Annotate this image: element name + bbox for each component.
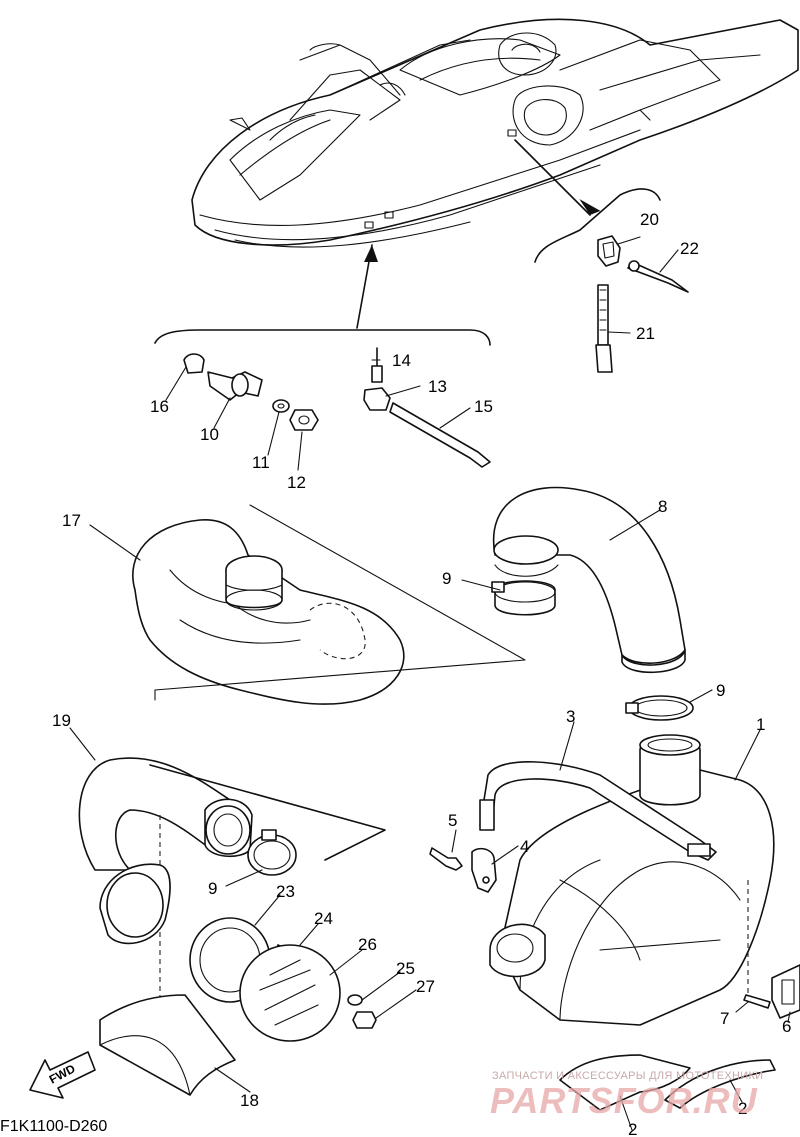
pointer-arrows bbox=[154, 139, 661, 346]
callout-25: 25 bbox=[396, 959, 415, 978]
callout-22: 22 bbox=[680, 239, 699, 258]
callout-2-left: 2 bbox=[628, 1120, 637, 1137]
callout-10: 10 bbox=[200, 425, 219, 444]
callout-7: 7 bbox=[720, 1009, 729, 1028]
clamp-9-right bbox=[625, 695, 694, 721]
bracket-group-20-22 bbox=[595, 235, 689, 373]
muffler-1 bbox=[489, 734, 775, 1026]
callout-15: 15 bbox=[474, 397, 493, 416]
callout-18: 18 bbox=[240, 1091, 259, 1110]
callout-13: 13 bbox=[428, 377, 447, 396]
callout-3: 3 bbox=[566, 707, 575, 726]
callout-9-left: 9 bbox=[208, 879, 217, 898]
callout-9-middle: 9 bbox=[442, 569, 451, 588]
watercraft-hull bbox=[191, 18, 799, 248]
callout-6: 6 bbox=[782, 1017, 791, 1036]
callout-16: 16 bbox=[150, 397, 169, 416]
callout-14: 14 bbox=[392, 351, 411, 370]
callout-17: 17 bbox=[62, 511, 81, 530]
diagram-code: F1K1100-D260 bbox=[0, 1118, 108, 1135]
callout-5: 5 bbox=[448, 811, 457, 830]
heat-shields-2 bbox=[559, 1054, 776, 1111]
callout-19: 19 bbox=[52, 711, 71, 730]
fastener-group-10-16 bbox=[183, 347, 491, 468]
callout-4: 4 bbox=[520, 837, 529, 856]
strap-3 bbox=[479, 761, 717, 861]
callout-20: 20 bbox=[640, 210, 659, 229]
fwd-arrow-icon bbox=[29, 1051, 96, 1099]
pipe-19 bbox=[78, 757, 386, 1030]
callout-1: 1 bbox=[756, 715, 765, 734]
callout-21: 21 bbox=[636, 324, 655, 343]
callout-24: 24 bbox=[314, 909, 333, 928]
callout-12: 12 bbox=[287, 473, 306, 492]
callout-9-right: 9 bbox=[716, 681, 725, 700]
callout-27: 27 bbox=[416, 977, 435, 996]
callout-23: 23 bbox=[276, 882, 295, 901]
callout-26: 26 bbox=[358, 935, 377, 954]
callout-2-right: 2 bbox=[738, 1099, 747, 1118]
pipe-17 bbox=[132, 504, 526, 705]
leader-lines bbox=[69, 236, 791, 1131]
hose-8 bbox=[491, 486, 686, 674]
flange-plates bbox=[99, 863, 377, 1042]
heat-shield-18 bbox=[99, 994, 236, 1096]
watermark-tagline: ЗАПЧАСТИ И АКСЕССУАРЫ ДЛЯ МОТОТЕХНИКИ bbox=[492, 1070, 764, 1082]
bracket-6-screw-7 bbox=[743, 880, 800, 1019]
callout-11: 11 bbox=[252, 453, 270, 472]
watermark-logo: PARTSFOR.RU bbox=[490, 1080, 758, 1121]
callout-8: 8 bbox=[658, 497, 667, 516]
bolt-5-bracket-4 bbox=[429, 847, 497, 893]
